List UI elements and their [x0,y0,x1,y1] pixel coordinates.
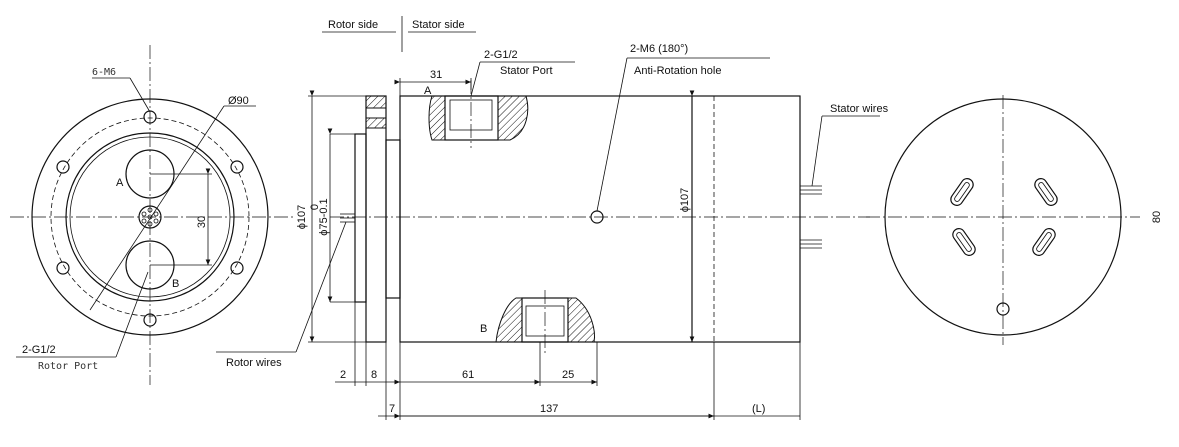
side-port-b-label: B [480,323,487,335]
outer-flange-circle [31,98,269,336]
pitch-circle [50,117,250,317]
dim-7: 7 [389,403,395,415]
end-outer-circle [884,98,1122,336]
dim-61: 61 [462,369,474,381]
stator-wires-label: Stator wires [830,103,889,115]
end-height-dim: 80 [1151,211,1163,223]
stator-port-label: Stator Port [500,65,553,77]
rotor-flange [365,95,387,343]
rotor-wires-label: Rotor wires [226,357,282,369]
dim-137: 137 [540,403,558,415]
stator-side-label: Stator side [412,19,465,31]
anti-rotation-label: Anti-Rotation hole [634,65,721,77]
dim-8: 8 [371,369,377,381]
bolt-holes [56,110,244,327]
stator-port-a [444,95,499,141]
side-view: Rotor side Stator side A [216,16,889,420]
rotor-side-label: Rotor side [328,19,378,31]
rotor-port-label: Rotor Port [38,361,98,372]
stator-body [399,95,801,343]
port-spacing-dim: 30 [196,216,208,228]
anti-rotation-thread: 2-M6 (180°) [630,43,688,55]
wire-slots [950,178,1058,256]
front-view: 30 A B 6-M6 Ø90 2-G1/2 Rotor Port [10,45,295,385]
dim-2: 2 [340,369,346,381]
dim-25: 25 [562,369,574,381]
flange-tolerance: 0 [309,204,321,210]
rotor-port-thread: 2-G1/2 [22,344,56,356]
body-diameter-dim: ϕ107 [679,188,691,213]
stator-port-thread: 2-G1/2 [484,49,518,61]
side-port-a-label: A [424,85,432,97]
bolt-holes-label: 6-M6 [92,67,116,78]
inner-circle [65,132,235,302]
end-view: 80 [866,95,1163,345]
pitch-diameter-label: Ø90 [228,95,249,107]
flange-diameter-dim: ϕ107 [296,205,308,230]
stator-wire-stubs [800,185,822,249]
front-port-a-label: A [116,177,124,189]
dim-port-offset: 31 [430,69,442,81]
end-anti-rotation-hole [996,302,1010,316]
front-port-b-label: B [172,278,179,290]
dim-L: (L) [752,403,765,415]
rotor-shaft [354,133,367,303]
wire-bundle [138,205,162,229]
shaft-diameter-dim: ϕ75-0.1 [318,198,330,235]
